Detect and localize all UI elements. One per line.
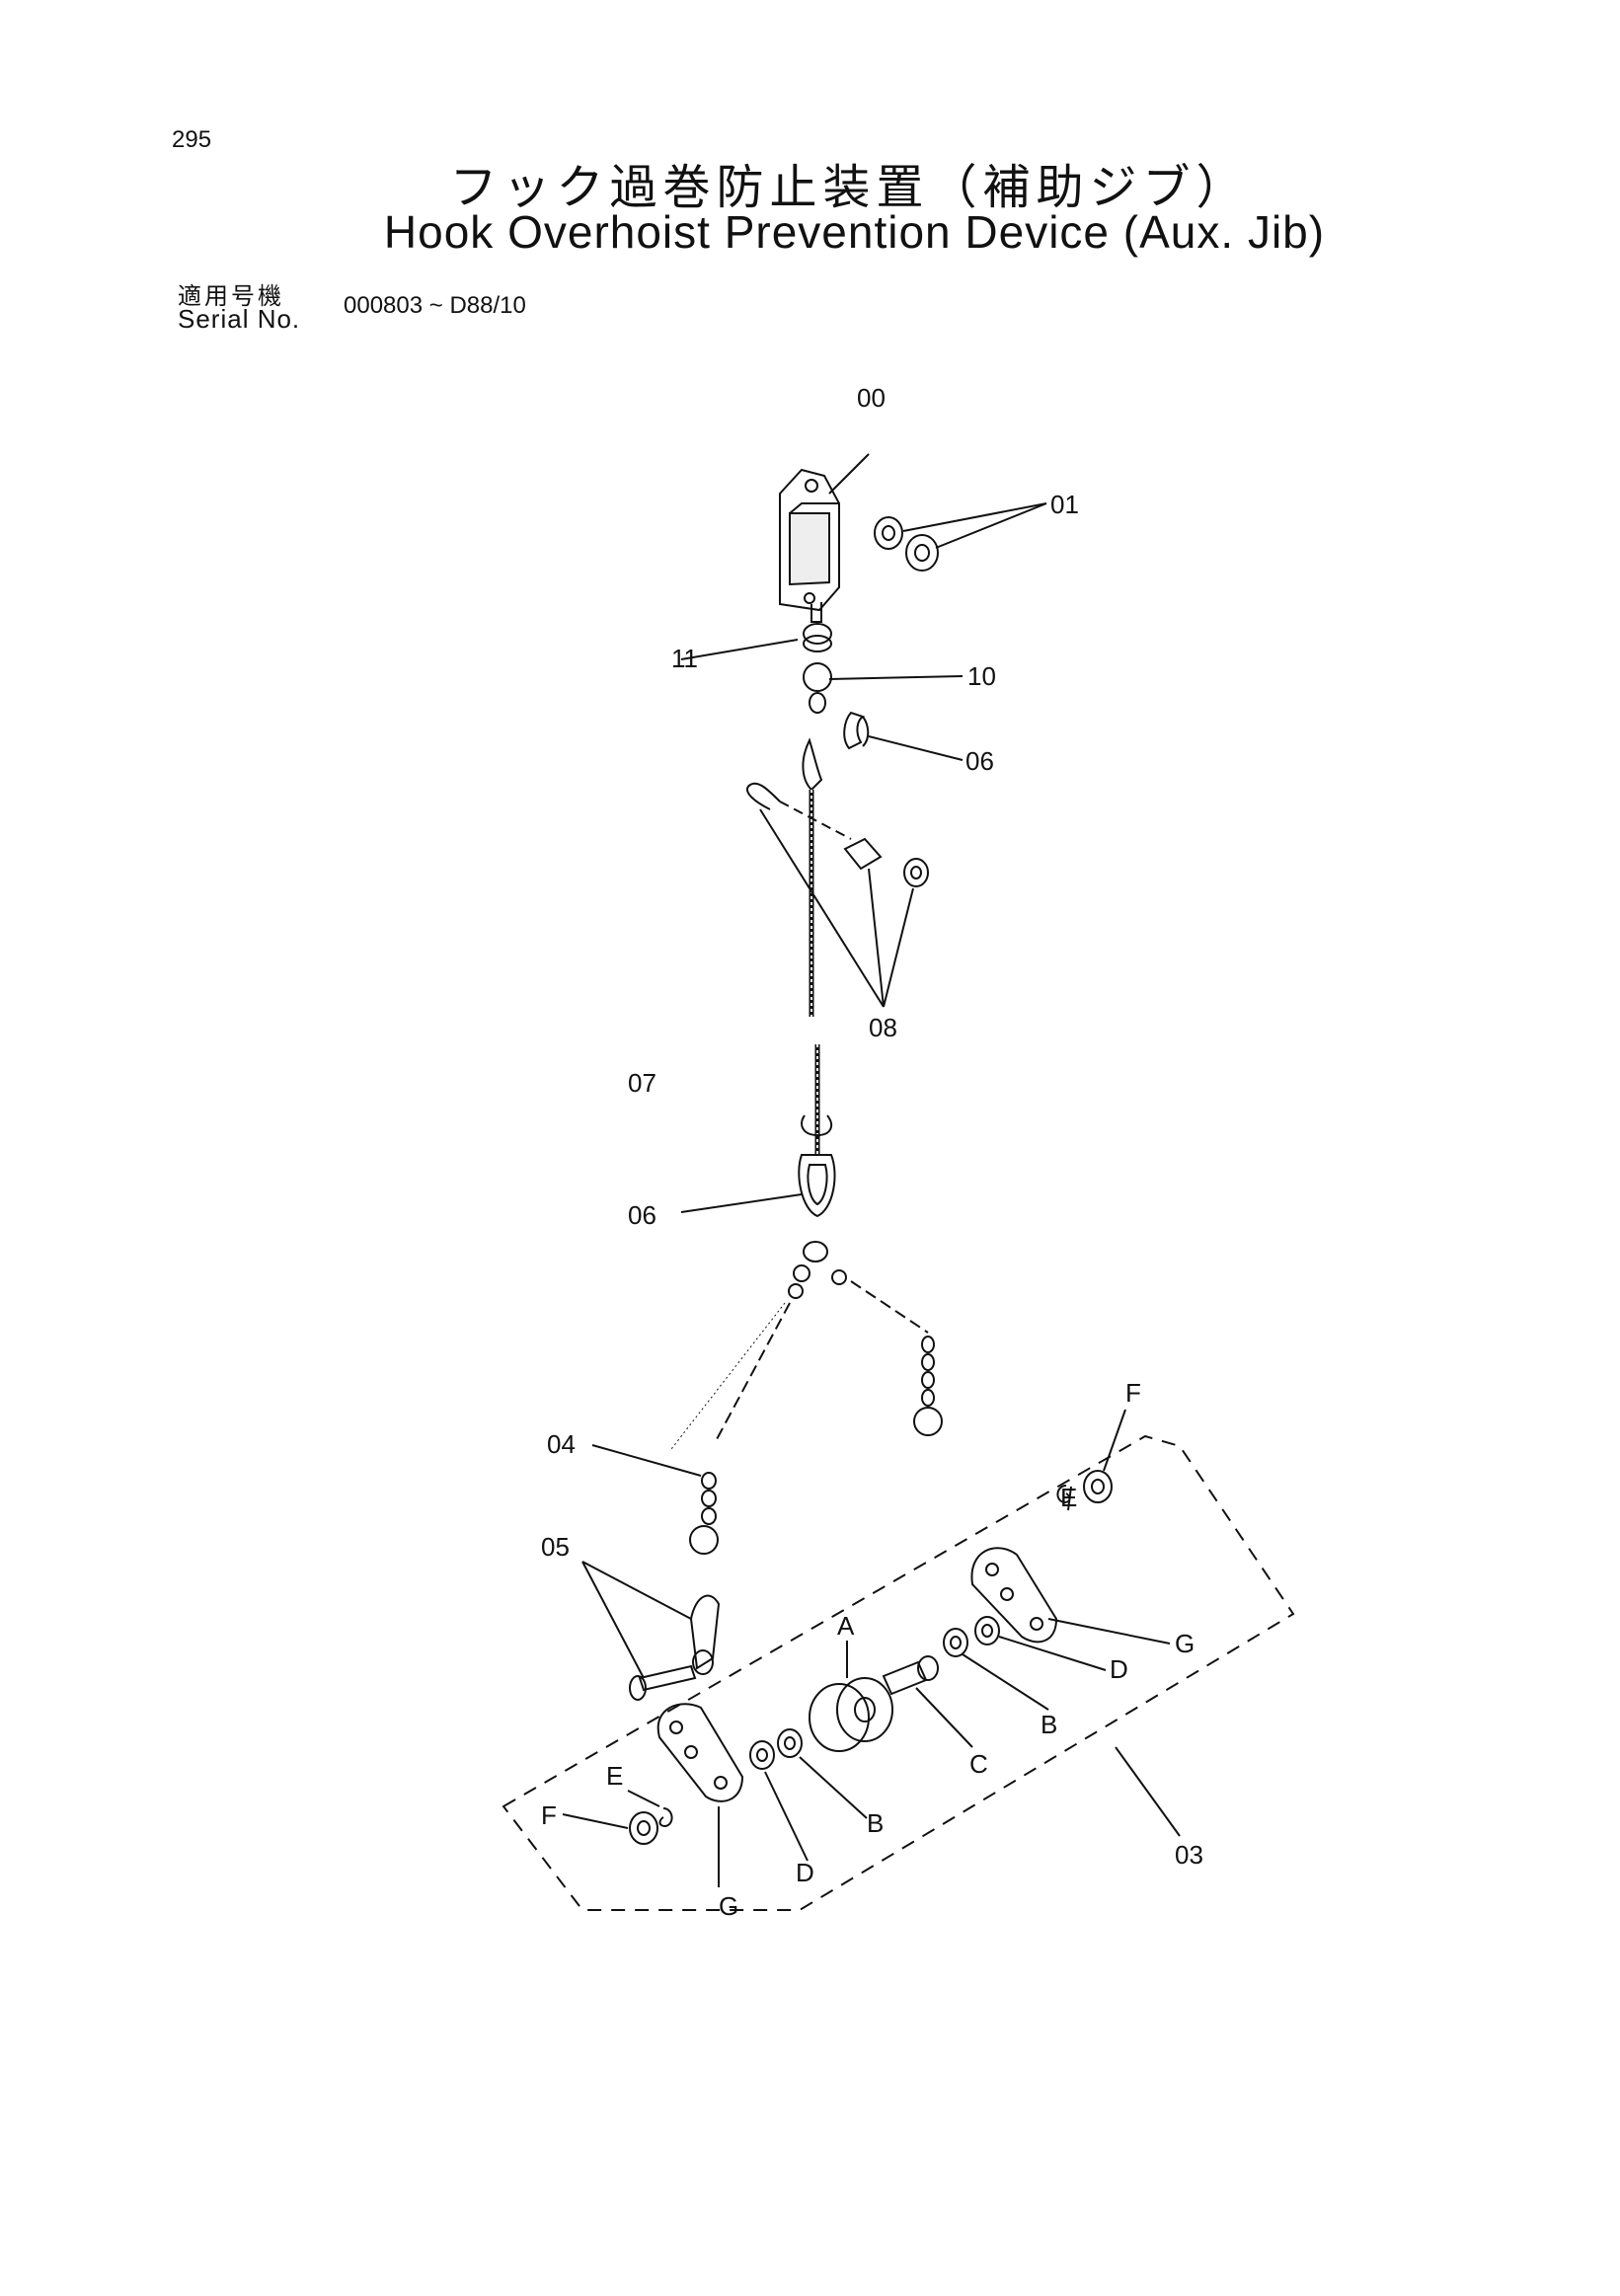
page-number: 295 [172,126,212,153]
label-01: 01 [1050,490,1079,519]
pin-and-bracket [581,1561,721,1701]
label-03: 03 [1175,1840,1203,1870]
label-10: 10 [967,661,996,691]
wire-rope [798,737,836,1218]
serial-label-japanese: 適用号機 [178,282,284,310]
label-07: 07 [628,1068,656,1098]
label-G-left: G [719,1891,738,1921]
label-F-right: F [1125,1378,1141,1408]
title-japanese: フック過巻防止装置（補助ジブ） [449,160,1250,215]
label-E-right: E [1060,1483,1077,1512]
title-english: Hook Overhoist Prevention Device (Aux. J… [383,206,1326,258]
label-C: C [969,1749,988,1779]
label-B-left: B [867,1808,884,1838]
label-B-right: B [1041,1710,1057,1739]
label-D-left: D [796,1858,814,1887]
clip-and-nut-right [1056,1409,1126,1511]
label-05: 05 [541,1532,570,1562]
bushing-washer-right [943,1616,1107,1711]
nut-and-washer [874,516,939,572]
spacer-and-fitting [803,623,832,714]
thimble-upper [843,711,870,750]
label-G-right: G [1175,1629,1195,1658]
limit-switch-box [779,468,840,623]
label-F-left: F [541,1800,557,1830]
label-D-right: D [1110,1654,1128,1684]
plate-right [970,1547,1171,1645]
label-04: 04 [547,1429,576,1459]
label-E-left: E [606,1761,623,1791]
clip-and-nut-left [562,1790,673,1845]
bushing-washer-left [749,1728,868,1862]
label-11: 11 [671,644,698,673]
assembly-boundary [501,1434,1295,1911]
label-06-lower: 06 [628,1200,656,1230]
shaft [882,1655,973,1748]
label-06-upper: 06 [965,746,994,776]
label-A: A [837,1611,855,1641]
wire-clamp [745,782,929,1008]
sheave [809,1677,893,1752]
label-08: 08 [869,1013,897,1042]
label-00: 00 [857,383,886,413]
serial-label-english: Serial No. [178,304,301,334]
bead-chain [591,1193,943,1555]
leader-lines-upper [680,453,1047,761]
serial-number-range: 000803 ~ D88/10 [344,292,526,319]
plate-left [656,1703,744,1887]
callout-labels: 00 01 11 10 06 08 07 06 04 05 03 A B B C… [541,383,1203,1921]
